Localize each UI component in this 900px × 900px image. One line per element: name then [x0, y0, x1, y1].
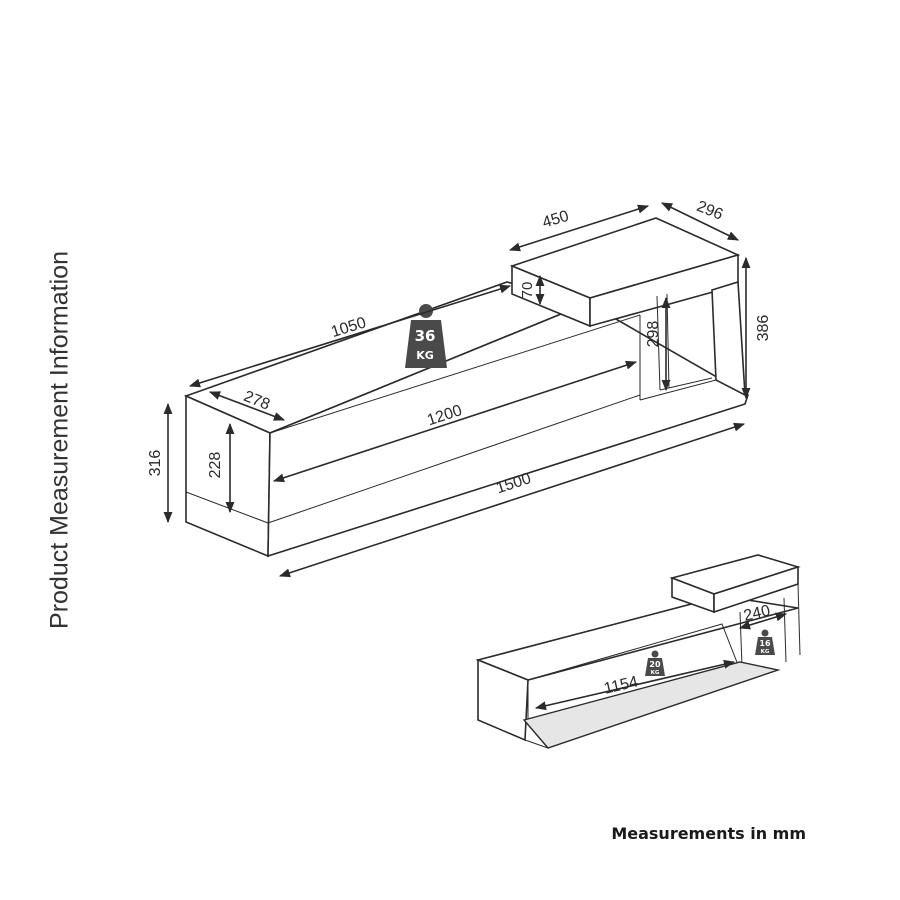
units-caption: Measurements in mm — [611, 824, 806, 843]
dim-line-1050 — [188, 284, 512, 388]
open-load-value: 16 — [759, 639, 771, 648]
load-unit: KG — [416, 349, 434, 362]
dim-upper-inner-height: 298 — [645, 321, 662, 348]
weight-icon — [645, 658, 665, 676]
dim-compartment-width: 240 — [742, 602, 772, 625]
open-load-unit: KG — [651, 670, 660, 676]
weight-badge-16kg: 16 KG — [755, 629, 775, 655]
open-load-unit: KG — [761, 649, 770, 655]
dim-upper-height: 386 — [755, 315, 772, 342]
dim-total-height: 316 — [147, 450, 164, 477]
upper-right-post — [711, 280, 746, 397]
tv-unit-open-view: 1154 240 20 KG 16 KG — [475, 554, 801, 749]
dim-inner-height: 228 — [207, 452, 224, 479]
tv-unit-main-view: 36 KG 1050 278 1200 1500 316 228 450 296… — [147, 198, 772, 578]
dim-line-240 — [738, 612, 788, 630]
page-title: Product Measurement Information — [45, 251, 74, 629]
dim-line-450 — [508, 204, 650, 252]
dim-top-thickness: 70 — [519, 282, 536, 299]
dim-line-1500 — [278, 422, 746, 578]
open-load-value: 20 — [649, 660, 661, 669]
dim-line-278 — [208, 391, 286, 421]
weight-badge-20kg: 20 KG — [645, 650, 665, 676]
weight-icon — [755, 637, 775, 655]
dim-upper-depth: 296 — [694, 198, 725, 224]
dim-line-296 — [660, 202, 740, 241]
dim-upper-width: 450 — [540, 208, 571, 232]
load-value: 36 — [415, 327, 436, 345]
dim-line-1154 — [534, 659, 736, 711]
